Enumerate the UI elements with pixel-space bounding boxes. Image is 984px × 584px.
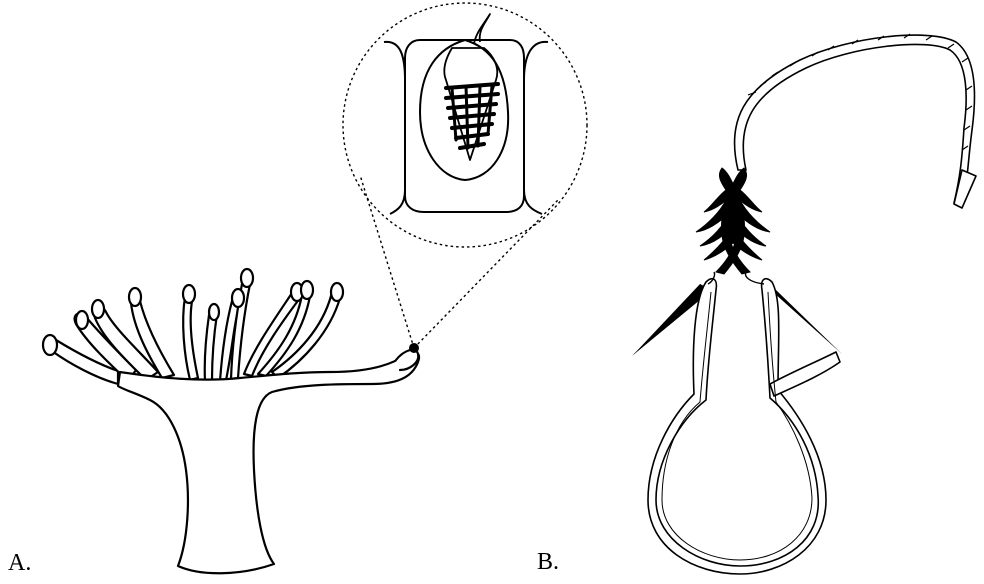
capsule-body — [648, 279, 840, 574]
guide-line-right — [414, 200, 558, 348]
barbed-shaft — [696, 168, 770, 274]
thread-end — [954, 170, 976, 208]
magnification-guides — [343, 3, 587, 348]
capsule-outer — [648, 279, 826, 574]
panel-b-label: B. — [537, 550, 559, 574]
neighbour-cell-left — [384, 42, 405, 214]
magnified-point-dot — [409, 343, 419, 353]
thread-tube — [734, 35, 974, 206]
polyp-drawing — [43, 269, 419, 573]
coiled-thread — [446, 84, 498, 148]
discharged-thread — [734, 35, 976, 208]
capsule-inner-wall — [662, 292, 812, 560]
neighbour-cell-right — [524, 42, 548, 214]
panel-a-label: A. — [8, 551, 31, 575]
thread-spines — [748, 34, 972, 150]
capsule-flap — [770, 352, 840, 396]
polyp-body — [118, 352, 419, 573]
